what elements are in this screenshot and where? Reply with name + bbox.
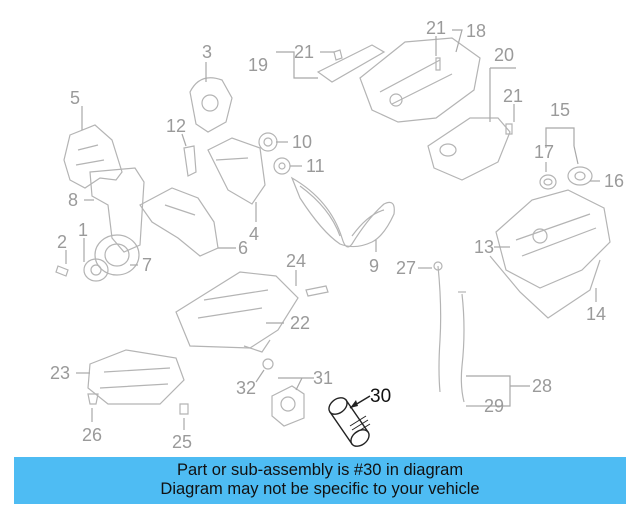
callout-11: 11: [306, 156, 325, 176]
timing-cover-4: [207, 137, 266, 205]
callout-27: 27: [396, 258, 416, 278]
gasket-14: [489, 255, 601, 319]
bolt-2: [55, 265, 69, 277]
callout-5: 5: [70, 88, 80, 108]
seal-17: [539, 174, 557, 190]
callout-21-c: 21: [503, 86, 523, 106]
callout-28: 28: [532, 376, 552, 396]
callout-23: 23: [50, 363, 70, 383]
callout-32: 32: [236, 378, 256, 398]
info-banner: Part or sub-assembly is #30 in diagram D…: [14, 457, 626, 504]
valve-cover-20: [427, 117, 511, 181]
oil-pan-22: [175, 271, 299, 353]
callout-8: 8: [68, 190, 78, 210]
callout-2: 2: [57, 232, 67, 252]
callout-30-highlighted: 30: [370, 386, 391, 407]
callout-31: 31: [313, 368, 333, 388]
timing-cover-6: [139, 187, 219, 257]
pulley-11: [273, 157, 291, 175]
callout-1: 1: [78, 220, 88, 240]
intake-manifold-18: [359, 37, 481, 123]
bolt-21-top: [333, 49, 441, 71]
callout-21-a: 21: [294, 42, 314, 62]
callout-24: 24: [286, 251, 306, 271]
timing-cover-3: [189, 77, 233, 133]
callout-14: 14: [586, 304, 606, 324]
callout-7: 7: [142, 255, 152, 275]
callout-16: 16: [604, 171, 624, 191]
banner-line-2: Diagram may not be specific to your vehi…: [160, 480, 480, 498]
pulley-10: [258, 132, 278, 152]
callout-22: 22: [290, 313, 310, 333]
callout-9: 9: [369, 256, 379, 276]
oil-cap-16: [567, 166, 593, 186]
callout-3: 3: [202, 42, 212, 62]
callout-17: 17: [534, 142, 554, 162]
callout-10: 10: [292, 132, 312, 152]
cover-19: [316, 44, 386, 83]
callout-20: 20: [494, 45, 514, 65]
leader-lines: [65, 29, 600, 430]
crank-pulley-1: [83, 258, 109, 282]
oil-pan-23: [87, 349, 185, 405]
callout-21-b: 21: [426, 18, 446, 38]
callout-18: 18: [466, 21, 486, 41]
pulley-7: [94, 234, 140, 276]
callout-19: 19: [248, 55, 268, 75]
timing-belt-9: [290, 176, 395, 248]
dipstick-27: [433, 261, 443, 393]
timing-cover-5: [63, 124, 123, 189]
callout-12: 12: [166, 116, 186, 136]
callout-15: 15: [550, 100, 570, 120]
callout-26: 26: [82, 425, 102, 445]
callout-25: 25: [172, 432, 192, 452]
callout-6: 6: [238, 238, 248, 258]
callout-numbers: 5 8 1 2 7 3 12 4 6 10 11 9 19 21 21 18 2…: [50, 18, 624, 452]
callout-29: 29: [484, 396, 504, 416]
plug-32: [262, 358, 274, 370]
bracket-12: [183, 145, 197, 177]
callout-4: 4: [249, 224, 259, 244]
bolt-26: [87, 393, 99, 405]
timing-cover-8: [89, 167, 145, 253]
valve-cover-13: [495, 189, 611, 289]
dipstick-tube-28: [458, 291, 466, 403]
oil-filter-30: [328, 397, 371, 447]
bolt-25: [179, 403, 189, 415]
bolt-21-right: [505, 123, 513, 135]
callout-13: 13: [474, 237, 494, 257]
sensor-24: [305, 285, 329, 297]
oil-filter-housing-31: [271, 385, 305, 427]
banner-line-1: Part or sub-assembly is #30 in diagram: [176, 461, 464, 479]
